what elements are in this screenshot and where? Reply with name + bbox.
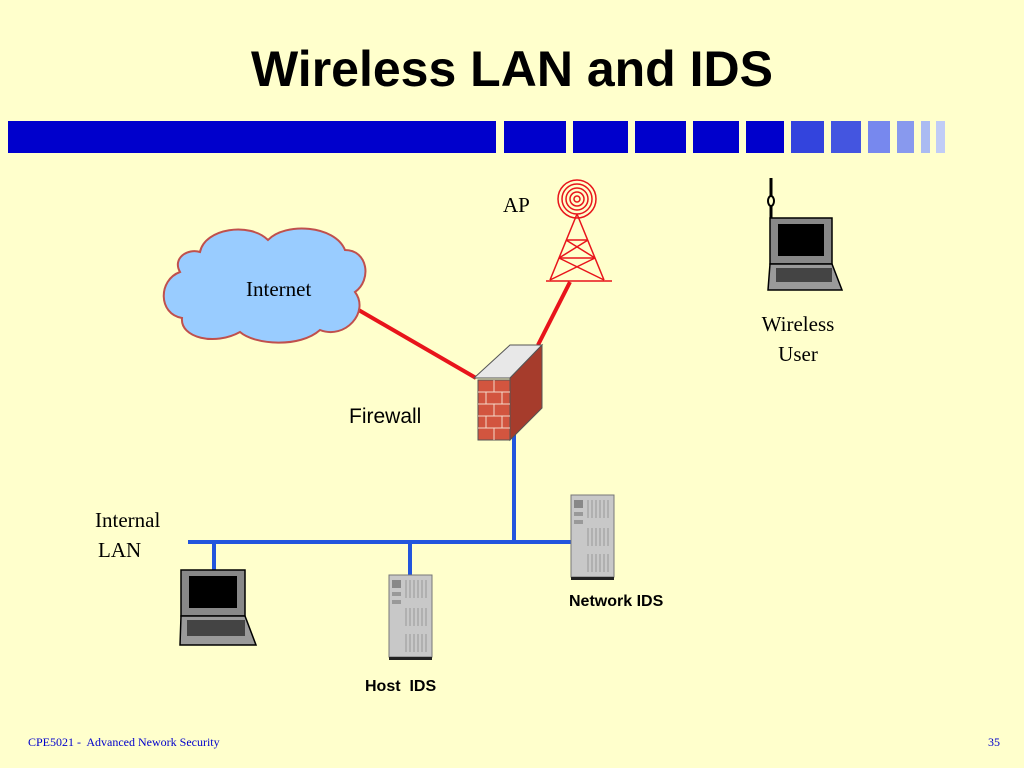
antenna-tower-icon [546, 179, 612, 282]
server-icon [570, 494, 615, 580]
cloud-icon [162, 227, 367, 344]
footer-course: CPE5021 - Advanced Nework Security [28, 735, 220, 749]
page-number: 35 [988, 735, 1000, 749]
firewall-label: Firewall [349, 405, 422, 428]
internet-label: Internet [246, 277, 312, 301]
wireless-user-label: Wireless User [761, 312, 835, 366]
network-ids-label: Network IDS [569, 593, 664, 610]
ap-label: AP [503, 193, 530, 217]
link-internet-firewall [348, 303, 478, 380]
server-icon [388, 574, 433, 660]
slide-title: Wireless LAN and IDS [251, 41, 773, 97]
link-ap-firewall [536, 281, 572, 346]
host-ids-label: Host IDS [365, 678, 437, 695]
laptop-icon [767, 178, 844, 291]
internal-lan-label: Internal LAN [95, 508, 161, 562]
firewall-icon [472, 343, 544, 442]
laptop-icon [179, 569, 258, 646]
